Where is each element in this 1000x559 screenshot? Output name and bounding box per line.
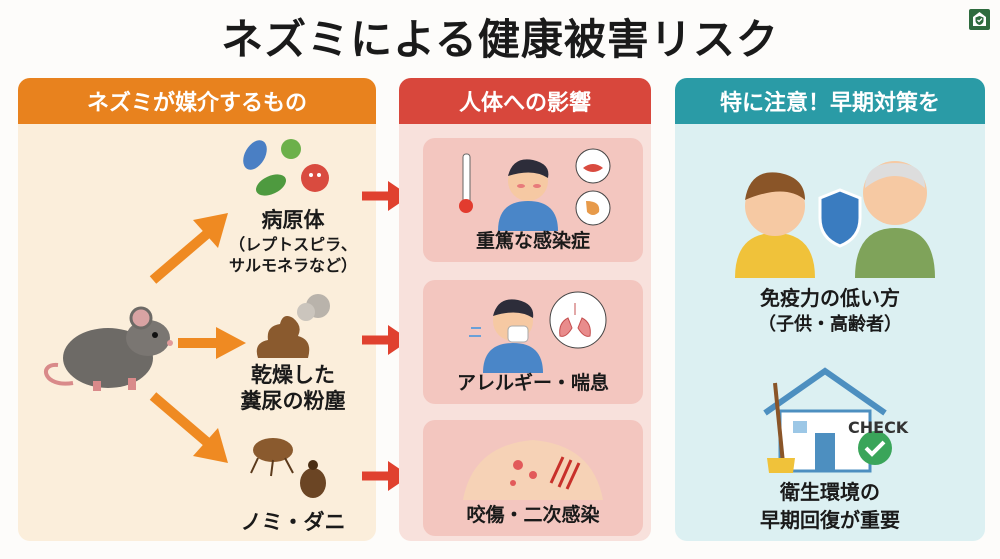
shield-house-icon bbox=[969, 9, 990, 30]
pathogen-sub1: （レプトスピラ、 bbox=[229, 235, 357, 254]
arrow-icon bbox=[178, 327, 246, 359]
precautions-header: 特に注意！早期対策を bbox=[675, 78, 985, 124]
hygiene-label-1: 衛生環境の bbox=[780, 480, 880, 504]
droppings-dust-icon bbox=[256, 294, 330, 358]
pathogen-sub2: サルモネラなど） bbox=[228, 256, 357, 275]
effects-panel: 人体への影響 重篤な感染症 アレルギー・喘息 咬傷・二次感染 bbox=[399, 78, 651, 541]
dust-label-1: 乾燥した bbox=[251, 363, 335, 387]
effects-header: 人体への影響 bbox=[399, 78, 651, 124]
rat-icon bbox=[44, 306, 173, 391]
arrow-icon bbox=[149, 213, 228, 284]
hygiene-label-2: 早期回復が重要 bbox=[760, 508, 900, 532]
sneezing-person-icon bbox=[469, 291, 607, 373]
vectors-panel: ネズミが媒介するもの 病原体 （レプトスピラ、 サルモネラなど） 乾燥した 糞尿… bbox=[18, 78, 376, 541]
pathogen-label: 病原体 bbox=[261, 208, 325, 232]
arrow-icon bbox=[149, 392, 228, 463]
infection-label: 重篤な感染症 bbox=[475, 230, 590, 252]
bite-wound-icon bbox=[463, 440, 603, 500]
allergy-label: アレルギー・喘息 bbox=[456, 372, 609, 394]
precautions-panel: 特に注意！早期対策を 免疫力の低い方 （子供・高齢者） CHECK 衛生環境の … bbox=[675, 78, 985, 541]
vulnerable-label-2: （子供・高齢者） bbox=[758, 314, 902, 335]
infection-card: 重篤な感染症 bbox=[423, 138, 643, 262]
germs-icon bbox=[243, 139, 329, 196]
allergy-card: アレルギー・喘息 bbox=[423, 280, 643, 404]
house-check-icon bbox=[763, 367, 892, 473]
page-title: ネズミによる健康被害リスク bbox=[221, 15, 779, 64]
dust-label-2: 糞尿の粉塵 bbox=[240, 389, 346, 413]
sick-person-icon bbox=[459, 148, 611, 231]
vulnerable-label-1: 免疫力の低い方 bbox=[760, 286, 900, 310]
check-text: CHECK bbox=[848, 418, 909, 437]
child-elderly-shield-icon bbox=[735, 161, 935, 278]
bite-label: 咬傷・二次感染 bbox=[466, 504, 600, 526]
flea-tick-icon bbox=[250, 438, 326, 498]
vectors-header: ネズミが媒介するもの bbox=[18, 78, 376, 124]
flea-tick-label: ノミ・ダニ bbox=[240, 510, 346, 534]
bite-card: 咬傷・二次感染 bbox=[423, 420, 643, 536]
